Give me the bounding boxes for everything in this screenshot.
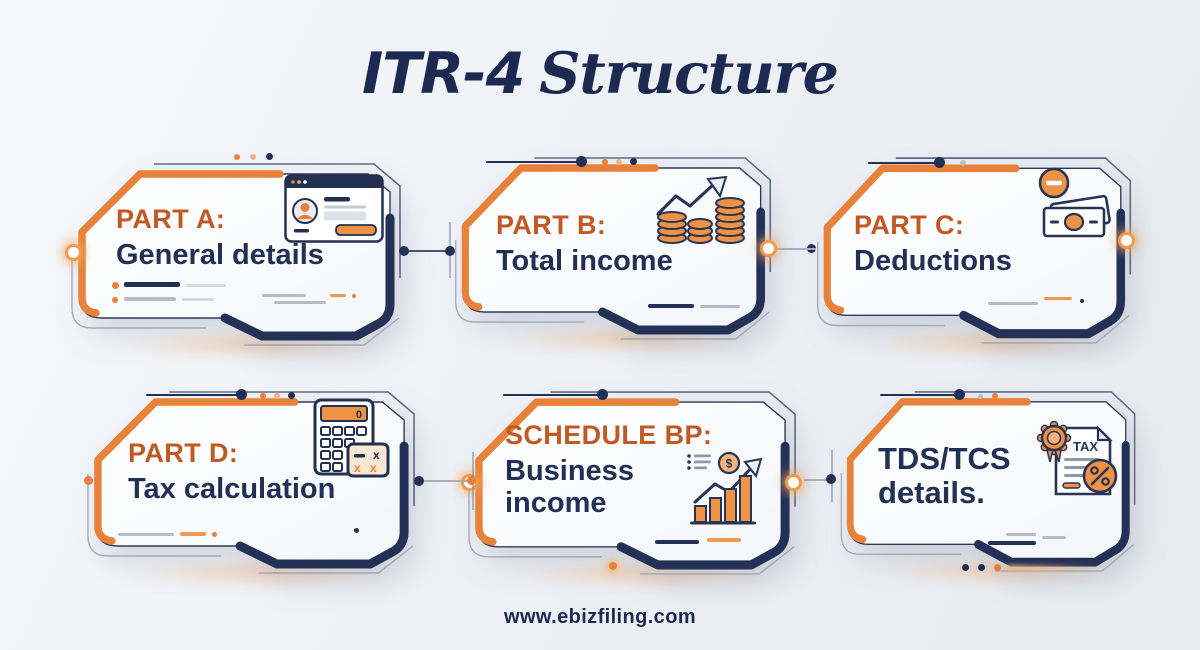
website-text: www.ebizfiling.com xyxy=(503,606,697,628)
svg-text:x: x xyxy=(370,461,377,475)
connector-dot xyxy=(826,474,836,484)
coin-symbol: $ xyxy=(726,457,733,471)
deco-dot xyxy=(234,154,240,160)
connector-line xyxy=(804,479,832,481)
card-heading: PART A: xyxy=(116,204,226,234)
card-part-b: PART B: Total income xyxy=(450,152,777,352)
growth-bars-icon: $ xyxy=(687,451,763,525)
deco-glow-streak xyxy=(1006,565,1101,570)
card-heading: PART D: xyxy=(128,438,239,468)
deco-line xyxy=(186,284,226,287)
deco-dot xyxy=(112,297,118,303)
card-heading: PART C: xyxy=(854,210,965,240)
deco-line xyxy=(700,305,740,308)
svg-text:x: x xyxy=(354,461,361,475)
deco-line xyxy=(124,297,176,301)
deco-line xyxy=(707,538,741,542)
deco-dot xyxy=(112,282,119,289)
deco-line xyxy=(655,540,699,544)
deco-dot xyxy=(630,158,637,165)
deco-line xyxy=(1044,297,1072,300)
connector-dot xyxy=(445,246,455,256)
deco-line xyxy=(503,394,599,396)
card-tds-tcs: TDS/TCS details. TAX xyxy=(836,386,1140,584)
deco-line xyxy=(486,161,578,163)
deco-dot xyxy=(994,564,1001,571)
deco-line xyxy=(146,394,238,396)
deco-line xyxy=(1006,533,1036,536)
deco-dot xyxy=(250,154,256,160)
title-rest: Structure xyxy=(539,40,839,107)
deco-line xyxy=(262,294,306,297)
title-brand: ITR-4 xyxy=(362,41,525,107)
deco-dot xyxy=(236,389,247,400)
connector-dot xyxy=(399,246,409,256)
card-title: Total income xyxy=(496,245,673,277)
deco-dot xyxy=(288,392,295,399)
deco-dot xyxy=(576,156,587,167)
deco-dot xyxy=(597,389,608,400)
deco-dot xyxy=(992,393,998,399)
connector-dot xyxy=(414,476,424,486)
deco-dot xyxy=(602,159,608,165)
deco-line xyxy=(180,532,206,536)
deco-line xyxy=(118,533,174,536)
deco-line xyxy=(988,541,1036,545)
page-title: ITR-4 Structure xyxy=(0,40,1200,107)
deco-line xyxy=(330,294,346,297)
deco-ring xyxy=(785,474,802,491)
deco-line xyxy=(1042,536,1066,539)
card-title: Business income xyxy=(505,455,634,519)
deco-line xyxy=(988,302,1038,305)
doc-label: TAX xyxy=(1073,439,1098,454)
connector-line xyxy=(404,250,454,252)
deco-dot xyxy=(962,564,969,571)
card-heading: SCHEDULE BP: xyxy=(505,420,713,450)
connector-dot xyxy=(467,476,476,485)
deco-line xyxy=(182,298,214,301)
tax-certificate-icon: TAX xyxy=(1036,420,1118,496)
calculator-icon: 0 x x x xyxy=(313,398,390,478)
deco-dot xyxy=(978,394,983,399)
card-title: General details xyxy=(116,239,324,271)
card-schedule-bp: SCHEDULE BP: Business income $ xyxy=(461,386,802,587)
deco-ring xyxy=(65,244,82,261)
deco-dot xyxy=(212,532,217,537)
deco-dot xyxy=(934,157,945,168)
deco-dot xyxy=(84,476,93,485)
card-title: Deductions xyxy=(854,245,1012,277)
deco-dot xyxy=(352,294,356,298)
card-title: TDS/TCS details. xyxy=(878,441,1011,511)
deco-dot xyxy=(266,153,273,160)
connector-line xyxy=(776,248,816,250)
deco-line xyxy=(868,162,936,164)
deco-line xyxy=(124,282,180,287)
id-card-icon xyxy=(284,174,384,243)
calculator-display-value: 0 xyxy=(356,409,362,421)
deco-dot xyxy=(354,528,359,533)
card-title: Tax calculation xyxy=(128,473,336,505)
deco-dot xyxy=(274,393,280,399)
deco-line xyxy=(648,304,694,308)
deco-dot xyxy=(616,159,622,165)
deco-dot xyxy=(609,562,617,570)
deco-dot xyxy=(954,389,965,400)
svg-text:x: x xyxy=(373,448,380,462)
connector-line xyxy=(420,480,472,482)
deco-dot xyxy=(978,564,985,571)
card-part-c: PART C: Deductions xyxy=(807,152,1136,356)
deco-line xyxy=(274,301,326,304)
coins-growth-icon xyxy=(656,176,745,244)
deco-dot xyxy=(1080,299,1084,303)
deco-ring xyxy=(1118,232,1135,249)
card-part-d: PART D: Tax calculation 0 x x x xyxy=(82,386,420,586)
deco-ring xyxy=(760,240,777,257)
deco-dot xyxy=(260,393,266,399)
deco-line xyxy=(880,394,956,396)
card-heading: PART B: xyxy=(496,210,607,240)
card-part-a: PART A: General details xyxy=(65,153,406,358)
cash-minus-icon xyxy=(1038,167,1111,238)
deco-dot xyxy=(960,160,966,166)
